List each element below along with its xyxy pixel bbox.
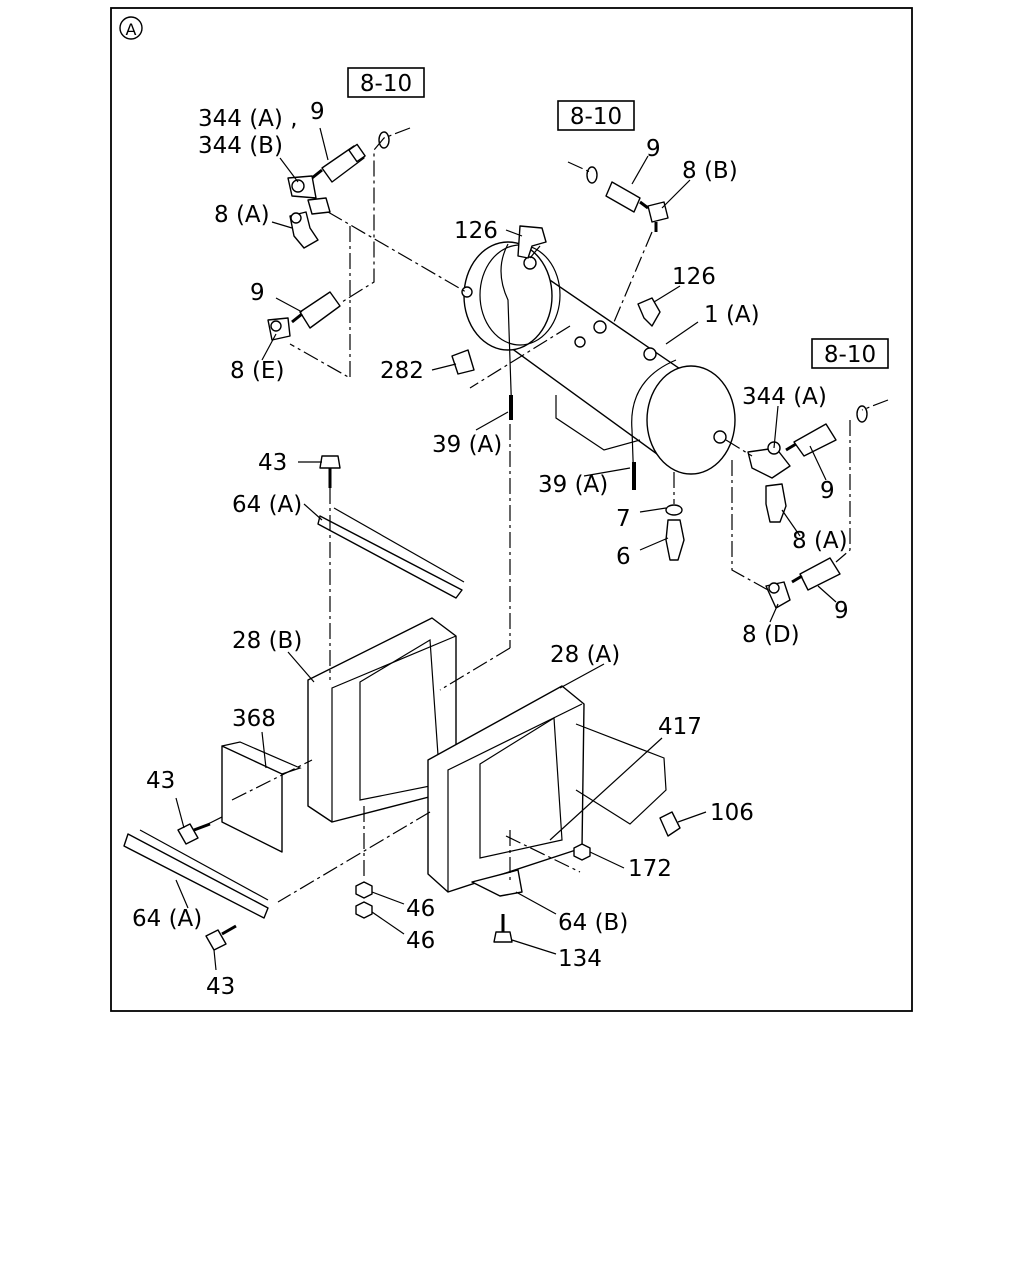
assembly-lines: [207, 127, 889, 903]
label-39a-left: 39 (A): [432, 432, 502, 458]
bracket-64b: [471, 869, 523, 897]
label-417: 417: [658, 714, 702, 740]
drain-cock-6: [665, 519, 685, 561]
label-46-b: 46: [406, 928, 435, 954]
label-344a-right: 344 (A): [742, 384, 827, 410]
label-1a: 1 (A): [704, 302, 760, 328]
label-9-right-bottom: 9: [834, 598, 849, 624]
label-9-right-top: 9: [820, 478, 835, 504]
tee-fitting-344: [287, 175, 331, 215]
label-9-mid-left: 9: [250, 280, 265, 306]
label-8b: 8 (B): [682, 158, 738, 184]
ref-box-center-text: 8-10: [570, 104, 622, 130]
check-valve-9-top-center: [605, 181, 649, 213]
label-282: 282: [380, 358, 424, 384]
label-134: 134: [558, 946, 602, 972]
ref-box-right: 8-10: [811, 338, 889, 369]
diagram-frame: [110, 7, 913, 1012]
label-43-left: 43: [146, 768, 175, 794]
label-43-top: 43: [258, 450, 287, 476]
label-344ab: 344 (A) ,: [198, 106, 298, 132]
rail-64a-bottom: [123, 829, 269, 919]
nut-46-b: [355, 901, 373, 919]
rail-64a-top: [317, 507, 465, 599]
check-valve-9-right-top: [785, 423, 837, 457]
label-8d: 8 (D): [742, 622, 800, 648]
ref-box-left-text: 8-10: [360, 71, 412, 97]
view-marker-letter: A: [126, 20, 137, 39]
seal-ring-top-left: [378, 131, 390, 149]
label-172: 172: [628, 856, 672, 882]
label-8a-left: 8 (A): [214, 202, 270, 228]
bolt-43-left: [177, 822, 211, 845]
tank-strap-right: [631, 359, 677, 490]
elbow-126-right: [637, 297, 661, 327]
label-28b: 28 (B): [232, 628, 302, 654]
plug-282: [451, 349, 475, 375]
tank-strap-left: [500, 243, 513, 421]
label-344b: 344 (B): [198, 133, 283, 159]
ref-box-center: 8-10: [557, 100, 635, 131]
label-368: 368: [232, 706, 276, 732]
check-valve-9-mid-left: [291, 291, 341, 329]
bracket-368: [221, 741, 302, 853]
elbow-8a-left: [289, 211, 319, 249]
label-106: 106: [710, 800, 754, 826]
label-8a-right: 8 (A): [792, 528, 848, 554]
plate-417: [575, 723, 667, 825]
label-39a-right: 39 (A): [538, 472, 608, 498]
label-9-top-left: 9: [310, 99, 325, 125]
label-28a: 28 (A): [550, 642, 620, 668]
check-valve-9-right-bottom: [791, 557, 841, 591]
label-7: 7: [616, 506, 631, 532]
elbow-126-top: [517, 225, 547, 259]
bolt-106: [659, 811, 681, 837]
label-64a-top: 64 (A): [232, 492, 302, 518]
label-64a-bottom: 64 (A): [132, 906, 202, 932]
elbow-8b: [647, 201, 669, 232]
label-6: 6: [616, 544, 631, 570]
part-labels: 344 (A) , 344 (B) 9 8 (A) 9 8 (E) 126 9 …: [132, 99, 849, 1000]
label-9-top-center: 9: [646, 136, 661, 162]
washer-7: [665, 504, 683, 516]
label-64b: 64 (B): [558, 910, 628, 936]
nut-172: [573, 843, 591, 861]
air-tank: [461, 241, 736, 475]
bolt-43-top: [319, 455, 341, 488]
ref-box-left: 8-10: [347, 67, 425, 98]
label-126-top: 126: [454, 218, 498, 244]
bolt-43-bottom: [205, 924, 237, 951]
leader-lines: [175, 127, 837, 971]
label-46-a: 46: [406, 896, 435, 922]
label-8e: 8 (E): [230, 358, 284, 384]
label-43-bottom: 43: [206, 974, 235, 1000]
bolt-134: [493, 914, 513, 943]
elbow-8a-right: [765, 483, 787, 523]
elbow-8e: [267, 317, 291, 341]
check-valve-9-top-left: [311, 143, 366, 183]
tee-fitting-344-right: [747, 441, 791, 479]
nut-46-a: [355, 881, 373, 899]
ref-box-right-text: 8-10: [824, 342, 876, 368]
seal-ring-top-center: [586, 166, 598, 184]
elbow-8d: [765, 581, 791, 609]
view-marker: A: [119, 16, 143, 40]
seal-ring-right: [856, 405, 868, 423]
label-126-right: 126: [672, 264, 716, 290]
